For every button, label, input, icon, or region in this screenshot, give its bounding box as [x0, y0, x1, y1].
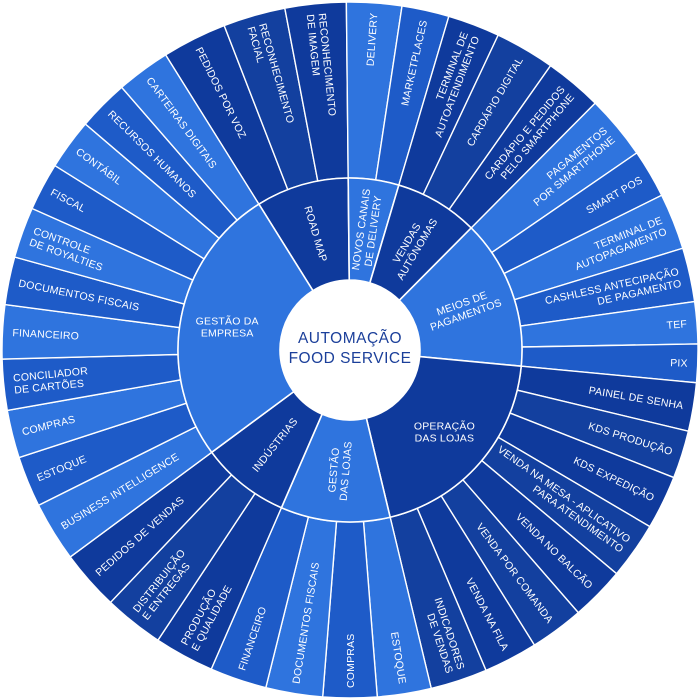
outer-segment-gestao-da-empresa-8: FISCAL [31, 164, 206, 281]
center-hub: AUTOMAÇÃO FOOD SERVICE [280, 280, 420, 420]
outer-label-line-1: TEF [666, 318, 687, 332]
outer-segment-gestao-das-lojas-3: DOCUMENTOS FISCAIS [264, 516, 338, 698]
outer-label-line-1: FINANCEIRO [12, 327, 79, 342]
inner-label-line-1: OPERAÇÃO [414, 420, 475, 433]
inner-label-line-2: DAS LOJAS [415, 433, 475, 445]
inner-label-line-2: DAS LOJAS [338, 441, 355, 501]
center-circle [280, 280, 420, 420]
center-title-line-2: FOOD SERVICE [289, 350, 412, 367]
center-title-line-1: AUTOMAÇÃO [298, 330, 402, 347]
outer-segment-operacao-das-lojas-1: PAINEL DE SENHA [516, 365, 698, 433]
inner-segment-road-map: ROAD MAP [257, 177, 351, 292]
outer-label-line-1: PIX [670, 357, 688, 370]
outer-label-line-1: COMPRAS [345, 634, 357, 689]
inner-label-line-2: EMPRESA [201, 327, 254, 339]
inner-label-line-1: GESTÃO [325, 447, 342, 493]
inner-label-line-1: GESTÃO DA [196, 314, 259, 327]
outer-label-line-1: DELIVERY [365, 12, 381, 66]
